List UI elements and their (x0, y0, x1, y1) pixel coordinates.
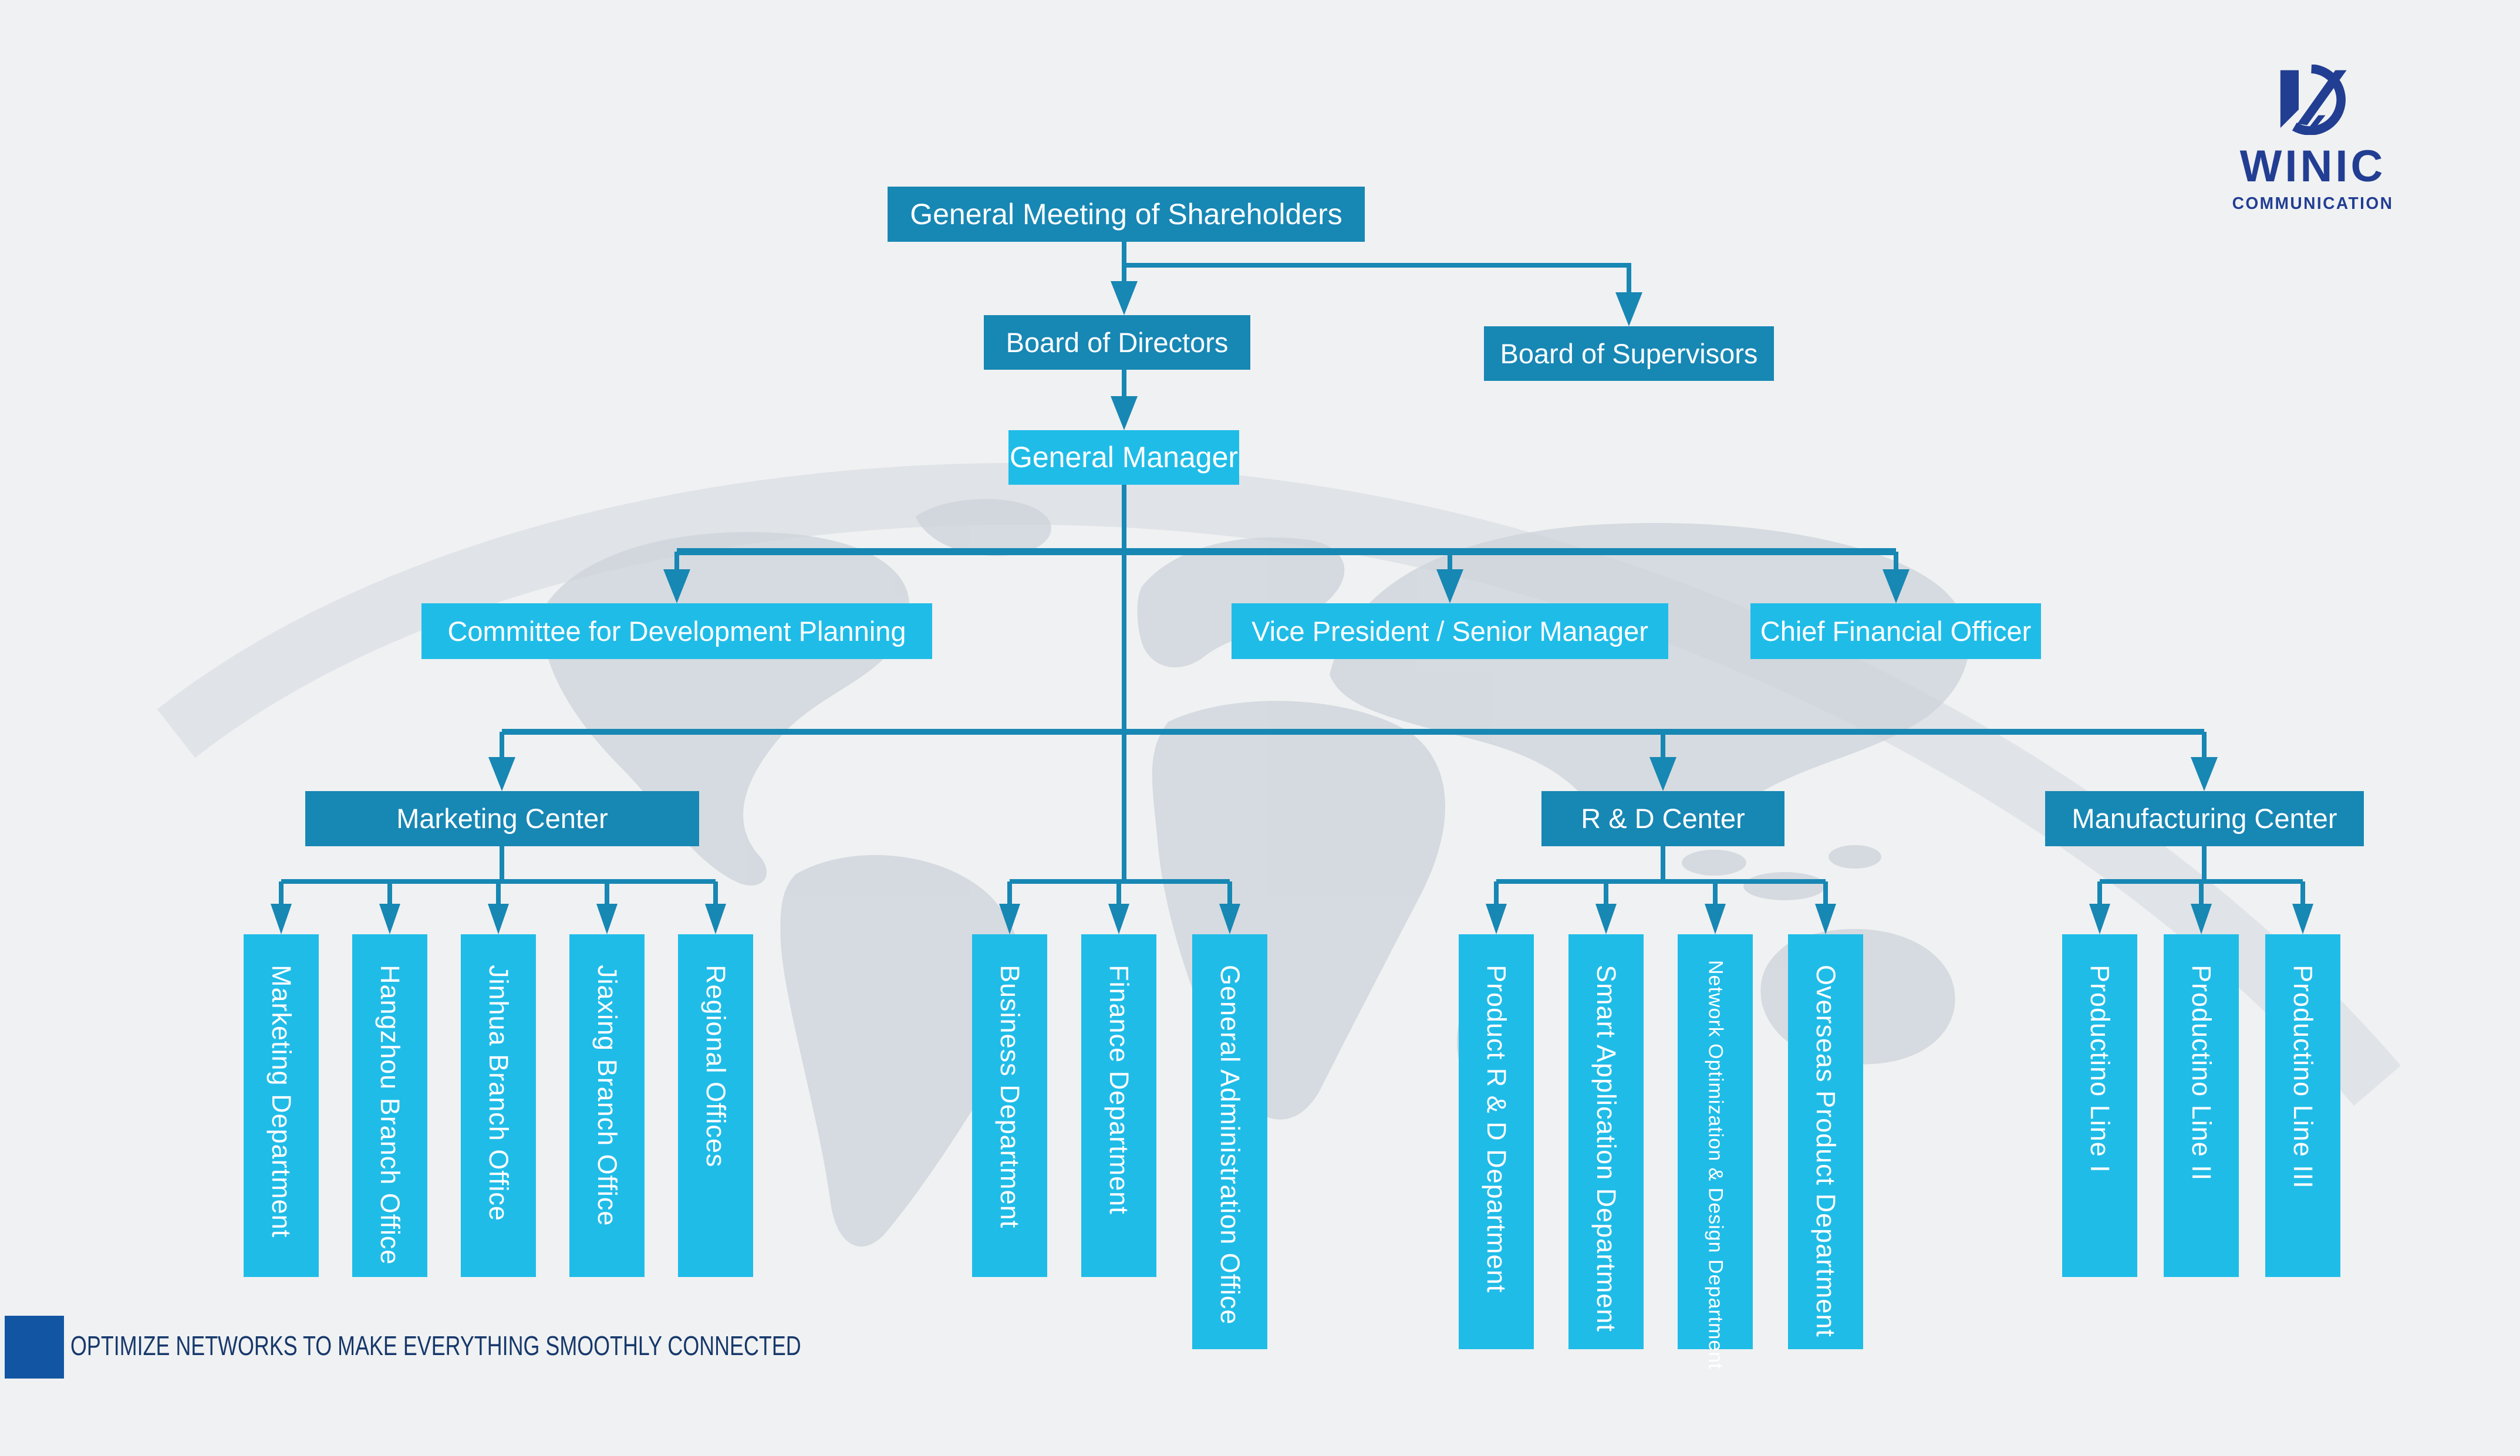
connector-line (1604, 881, 1608, 905)
connector-line (1713, 881, 1718, 905)
org-bar: Productino Line II (2164, 934, 2239, 1277)
connector-line (1661, 732, 1665, 758)
connector-line (605, 881, 609, 905)
org-bar-label: Jiaxing Branch Office (592, 965, 622, 1227)
org-bar: General Administration Office (1192, 934, 1267, 1349)
connector-line (1496, 879, 1826, 884)
org-bar: Smart Application Department (1568, 934, 1644, 1349)
org-bar: Jiaxing Branch Office (569, 934, 645, 1277)
footer-accent-block (5, 1316, 64, 1379)
connector-line (1116, 881, 1121, 905)
connector-line (1627, 265, 1631, 293)
org-bar: Marketing Department (244, 934, 319, 1277)
node-general-meeting-of-shareholders: General Meeting of Shareholders (888, 187, 1365, 242)
org-bar: Hangzhou Branch Office (352, 934, 427, 1277)
org-bar-label: Productino Line I (2085, 965, 2115, 1173)
brand-name: WINIC (2239, 141, 2386, 191)
connector-line (1823, 881, 1828, 905)
connector-line (2300, 881, 2305, 905)
org-bar: Product R & D Department (1459, 934, 1534, 1349)
footer-tagline: OPTIMIZE NETWORKS TO MAKE EVERYTHING SMO… (70, 1330, 801, 1361)
node-chief-financial-officer: Chief Financial Officer (1750, 603, 2041, 659)
company-logo: WINIC COMMUNICATION (2225, 65, 2401, 214)
org-bar-label: Hangzhou Branch Office (375, 965, 405, 1265)
connector-line (500, 732, 504, 758)
org-bar-label: Marketing Department (266, 965, 296, 1238)
org-bar: Finance Department (1081, 934, 1156, 1277)
connector-line (1448, 552, 1452, 570)
node-rd-center: R & D Center (1541, 791, 1784, 846)
connector-line (1007, 881, 1012, 905)
connector-line (496, 881, 501, 905)
connector-line (1894, 552, 1898, 570)
org-bar-label: Finance Department (1104, 965, 1134, 1215)
org-bar: Regional Offices (678, 934, 753, 1277)
connector-line (500, 846, 504, 881)
org-bar-label: Network Optimization & Design Department (1704, 960, 1727, 1370)
org-bar-label: Overseas Product Department (1811, 965, 1841, 1337)
connector-line (2199, 881, 2204, 905)
connector-line (1227, 881, 1232, 905)
org-bar-label: Business Department (995, 965, 1025, 1229)
connector-line (1122, 485, 1126, 881)
org-bar: Productino Line I (2062, 934, 2137, 1277)
org-bar: Network Optimization & Design Department (1678, 934, 1753, 1370)
node-vice-president-senior-manager: Vice President / Senior Manager (1232, 603, 1668, 659)
connector-line (677, 548, 1896, 555)
org-bar-label: General Administration Office (1215, 965, 1245, 1325)
connector-line (2202, 846, 2207, 881)
connector-line (2097, 881, 2102, 905)
node-board-of-supervisors: Board of Supervisors (1484, 326, 1774, 381)
org-bar-label: Productino Line II (2187, 965, 2217, 1181)
org-bar-label: Productino Line III (2288, 965, 2318, 1189)
connector-line (1122, 370, 1126, 397)
node-marketing-center: Marketing Center (305, 791, 699, 846)
connector-line (1661, 846, 1665, 881)
connector-line (502, 729, 2204, 735)
org-bar: Overseas Product Department (1788, 934, 1863, 1349)
org-bar-label: Jinhua Branch Office (484, 965, 514, 1221)
brand-subtitle: COMMUNICATION (2232, 194, 2394, 213)
node-general-manager: General Manager (1008, 430, 1239, 485)
org-bar: Productino Line III (2265, 934, 2340, 1277)
org-bar: Business Department (972, 934, 1047, 1277)
connector-line (713, 881, 718, 905)
connector-line (674, 552, 679, 570)
connector-line (1122, 242, 1126, 282)
connector-line (279, 881, 284, 905)
connector-line (387, 881, 392, 905)
node-committee-development-planning: Committee for Development Planning (421, 603, 932, 659)
org-bar-label: Product R & D Department (1482, 965, 1512, 1293)
org-bar-label: Regional Offices (701, 965, 731, 1168)
connector-line (2202, 732, 2207, 758)
connector-line (1494, 881, 1499, 905)
node-manufacturing-center: Manufacturing Center (2045, 791, 2364, 846)
org-bar: Jinhua Branch Office (461, 934, 536, 1277)
org-bar-label: Smart Application Department (1591, 965, 1621, 1332)
winic-monogram-icon (2280, 65, 2347, 135)
node-board-of-directors: Board of Directors (984, 315, 1250, 370)
connector-line (1124, 263, 1631, 268)
